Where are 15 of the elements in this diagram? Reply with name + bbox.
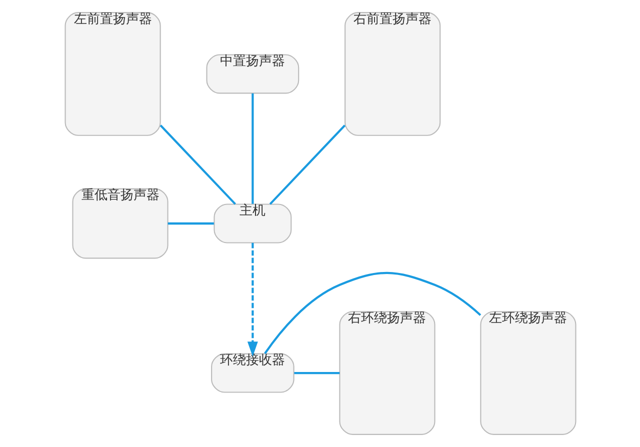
node-box: 左环绕扬声器 — [480, 311, 576, 435]
connector — [268, 124, 346, 205]
node-box: 左前置扬声器 — [64, 12, 160, 136]
node-box: 主机 — [213, 204, 292, 244]
node-box: 右环绕扬声器 — [338, 311, 435, 435]
node-box: 环绕接收器 — [210, 353, 294, 393]
node-box: 右前置扬声器 — [344, 12, 440, 136]
arrow — [246, 242, 258, 357]
connector — [264, 272, 481, 354]
connector — [294, 372, 340, 374]
connector — [159, 124, 236, 205]
node-box: 中置扬声器 — [206, 54, 299, 94]
connector — [167, 222, 214, 225]
connector — [251, 93, 254, 204]
node-box: 重低音扬声器 — [72, 188, 168, 259]
